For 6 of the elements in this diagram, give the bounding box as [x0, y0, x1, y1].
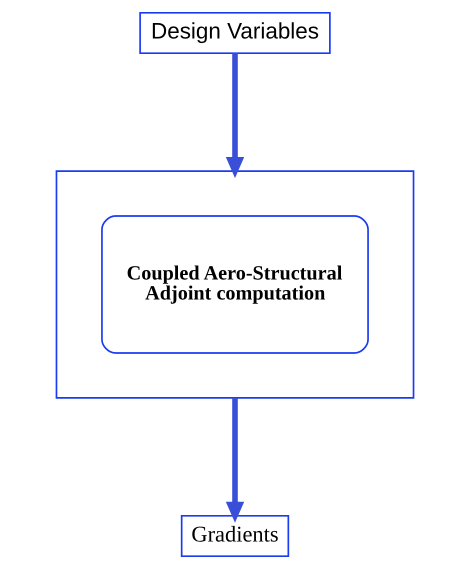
cluster: [56, 170, 414, 399]
node-box: Gradients: [180, 514, 290, 558]
node-box: Coupled Aero-Structural Adjoint computation: [101, 215, 369, 354]
node-box: Design Variables: [139, 12, 331, 54]
arrow: [226, 53, 244, 178]
arrow: [226, 398, 244, 523]
